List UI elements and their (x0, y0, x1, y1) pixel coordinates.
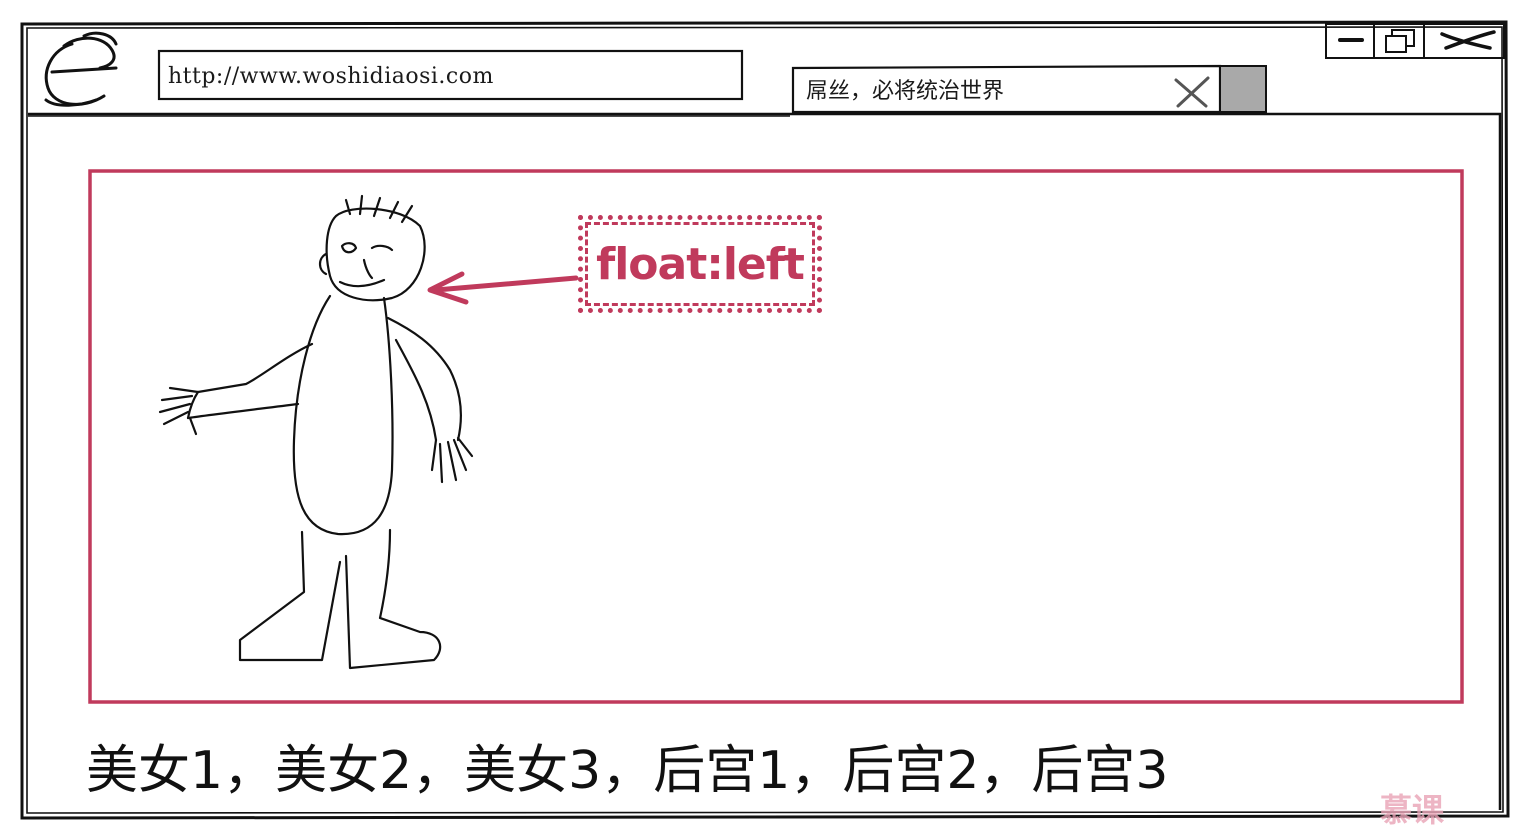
arrow (427, 271, 579, 305)
close-button[interactable] (1424, 24, 1504, 58)
address-bar (157, 49, 744, 101)
minimize-button[interactable] (1326, 24, 1374, 58)
close-icon (1440, 30, 1496, 50)
restore-button[interactable] (1374, 24, 1424, 58)
float-left-label: float:left (578, 215, 822, 313)
ie-logo-icon (44, 31, 118, 107)
window-frame (20, 20, 1510, 820)
address-bar-input[interactable]: http://www.woshidiaosi.com (168, 64, 494, 89)
clear-icon (1174, 76, 1210, 108)
window-controls-frame (1325, 23, 1505, 59)
search-clear-button[interactable] (1172, 70, 1214, 110)
search-go-button[interactable] (1220, 66, 1266, 112)
stick-figure-icon (158, 194, 474, 670)
watermark-logo: 慕课 (1380, 792, 1445, 828)
float-container (88, 169, 1464, 704)
viewport-border (28, 112, 1502, 810)
search-go-icon (1219, 65, 1267, 113)
window-frame-inner (26, 26, 1504, 814)
restore-icon (1385, 29, 1415, 53)
search-input[interactable]: 屌丝，必将统治世界 (806, 79, 1005, 104)
content-text: 美女1，美女2，美女3，后宫1，后宫2，后宫3 (86, 741, 1169, 801)
